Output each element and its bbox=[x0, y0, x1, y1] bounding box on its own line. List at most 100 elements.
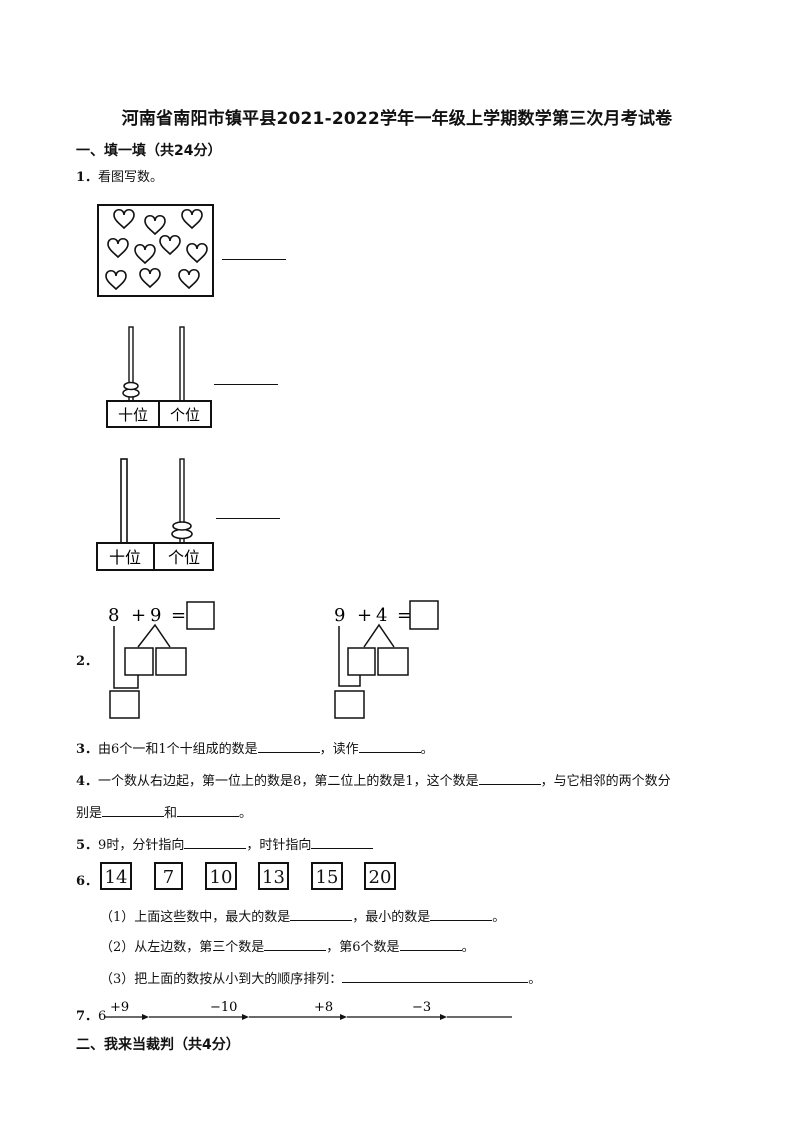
question-number: 4． bbox=[76, 774, 99, 789]
heart-icon bbox=[107, 237, 129, 258]
answer-box[interactable] bbox=[186, 601, 215, 630]
start-number: 6 bbox=[98, 1009, 107, 1024]
operand-a: 9 bbox=[334, 605, 345, 626]
question-text: 由6个一和1个十组成的数是 bbox=[98, 742, 258, 757]
question-text: 。 bbox=[420, 742, 434, 757]
question-text: ，读作 bbox=[319, 742, 359, 757]
number-card: 10 bbox=[205, 862, 237, 890]
heart-icon bbox=[139, 267, 161, 288]
question-number: 3． bbox=[76, 742, 99, 757]
operator: + bbox=[131, 605, 146, 626]
abacus-picture: 十位 个位 bbox=[106, 326, 212, 428]
abacus-picture: 十位 个位 bbox=[96, 458, 214, 571]
heart-icon bbox=[144, 214, 166, 235]
answer-blank[interactable] bbox=[478, 772, 541, 785]
question-text: ，与它相邻的两个数分 bbox=[540, 774, 671, 789]
answer-blank[interactable] bbox=[290, 908, 353, 921]
question-text: ，时针指向 bbox=[246, 838, 312, 853]
operation-label: −10 bbox=[210, 1000, 237, 1015]
number-chain: +9 −10 +8 −3 bbox=[104, 1000, 512, 1020]
question-text: 。 bbox=[492, 910, 506, 925]
addition-diagram-right: 9 + 4 = bbox=[334, 600, 439, 719]
question-number: 2． bbox=[76, 654, 99, 669]
result-box[interactable] bbox=[109, 690, 140, 719]
question-3: 3．由6个一和1个十组成的数是 ，读作 。 bbox=[76, 738, 434, 757]
heart-icon bbox=[105, 269, 127, 290]
answer-blank[interactable] bbox=[358, 740, 421, 753]
question-text: 。 bbox=[239, 806, 253, 821]
question-6-part-2: （2）从左边数，第三个数是 ，第6个数是 。 bbox=[100, 936, 475, 955]
bead bbox=[123, 381, 139, 391]
split-box[interactable] bbox=[377, 647, 409, 676]
question-number: 1． bbox=[76, 170, 99, 185]
operand-a: 8 bbox=[108, 605, 119, 626]
answer-blank[interactable] bbox=[399, 938, 462, 951]
number-card: 14 bbox=[100, 862, 132, 890]
heart-icon bbox=[113, 208, 135, 229]
question-text: （3）把上面的数按从小到大的顺序排列： bbox=[100, 972, 343, 987]
result-box[interactable] bbox=[334, 690, 365, 719]
operand-b: 4 bbox=[376, 605, 387, 626]
answer-blank[interactable] bbox=[184, 836, 247, 849]
hearts-picture bbox=[97, 204, 214, 297]
question-text: ，最小的数是 bbox=[352, 910, 431, 925]
section-1-heading: 一、填一填（共24分） bbox=[76, 143, 222, 159]
question-text: 一个数从右边起，第一位上的数是8，第二位上的数是1，这个数是 bbox=[98, 774, 479, 789]
page-title: 河南省南阳市镇平县2021-2022学年一年级上学期数学第三次月考试卷 bbox=[121, 109, 673, 129]
ones-label: 个位 bbox=[170, 406, 200, 424]
addition-diagram-left: 8 + 9 = bbox=[108, 601, 215, 719]
question-text: 9时，分针指向 bbox=[98, 838, 185, 853]
heart-icon bbox=[181, 208, 203, 229]
question-text: （2）从左边数，第三个数是 bbox=[100, 940, 265, 955]
tens-label: 十位 bbox=[118, 406, 148, 424]
question-text: 看图写数。 bbox=[98, 170, 164, 185]
answer-blank[interactable] bbox=[257, 740, 320, 753]
answer-line[interactable] bbox=[222, 259, 286, 260]
split-box[interactable] bbox=[347, 647, 376, 676]
operand-b: 9 bbox=[150, 605, 161, 626]
operation-label: +8 bbox=[314, 1000, 333, 1015]
equals: = bbox=[171, 605, 186, 626]
answer-line[interactable] bbox=[216, 518, 280, 519]
section-2-heading: 二、我来当裁判（共4分） bbox=[76, 1037, 240, 1053]
answer-blank[interactable] bbox=[430, 908, 493, 921]
answer-line[interactable] bbox=[214, 384, 278, 385]
question-text: 和 bbox=[164, 806, 178, 821]
answer-blank[interactable] bbox=[311, 836, 374, 849]
split-box[interactable] bbox=[124, 647, 154, 676]
question-text: 别是 bbox=[76, 806, 103, 821]
question-number: 6． bbox=[76, 874, 99, 889]
answer-blank[interactable] bbox=[264, 938, 327, 951]
question-1: 1．看图写数。 bbox=[76, 166, 163, 185]
answer-box[interactable] bbox=[409, 600, 439, 630]
ones-label: 个位 bbox=[168, 548, 200, 567]
question-text: 。 bbox=[461, 940, 475, 955]
bead bbox=[172, 521, 192, 531]
number-card: 7 bbox=[154, 862, 183, 890]
number-card: 20 bbox=[364, 862, 396, 890]
tens-label: 十位 bbox=[109, 548, 141, 567]
question-4-cont: 别是 和 。 bbox=[76, 802, 252, 821]
question-text: ，第6个数是 bbox=[326, 940, 400, 955]
number-card: 15 bbox=[311, 862, 343, 890]
number-card: 13 bbox=[258, 862, 289, 890]
question-text: （1）上面这些数中，最大的数是 bbox=[100, 910, 291, 925]
question-6-part-1: （1）上面这些数中，最大的数是 ，最小的数是 。 bbox=[100, 906, 505, 925]
heart-icon bbox=[159, 234, 181, 255]
question-7: 7．6 bbox=[76, 1005, 106, 1024]
operation-label: +9 bbox=[110, 1000, 129, 1015]
heart-icon bbox=[134, 243, 156, 264]
heart-icon bbox=[178, 268, 200, 289]
answer-blank[interactable] bbox=[342, 970, 529, 983]
operator: + bbox=[357, 605, 372, 626]
answer-blank[interactable] bbox=[102, 804, 165, 817]
answer-blank[interactable] bbox=[177, 804, 240, 817]
split-box[interactable] bbox=[155, 647, 187, 676]
bead bbox=[171, 528, 193, 540]
question-text: 。 bbox=[528, 972, 542, 987]
question-5: 5．9时，分针指向，时针指向 bbox=[76, 834, 374, 853]
heart-icon bbox=[186, 242, 208, 263]
question-6-part-3: （3）把上面的数按从小到大的顺序排列： 。 bbox=[100, 968, 541, 987]
question-number: 7． bbox=[76, 1009, 99, 1024]
question-4: 4．一个数从右边起，第一位上的数是8，第二位上的数是1，这个数是 ，与它相邻的两个… bbox=[76, 770, 671, 789]
